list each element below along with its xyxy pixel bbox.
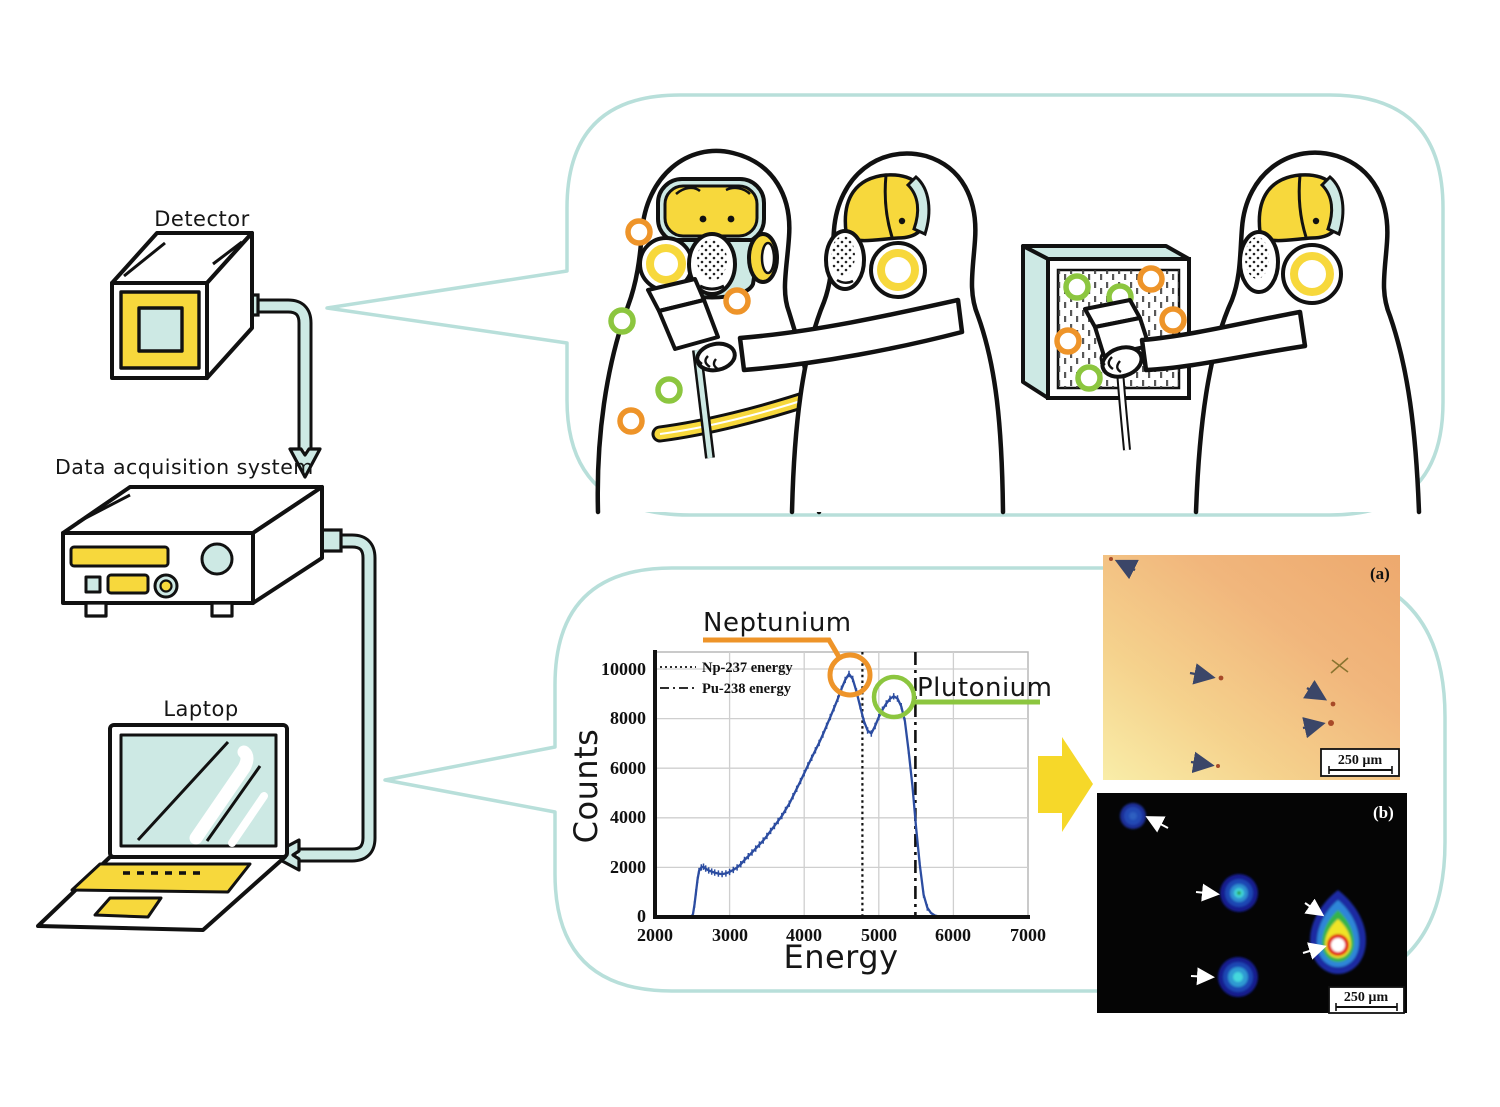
spectrum-markers <box>693 670 929 911</box>
neptunium-peak-circle <box>827 652 873 698</box>
svg-text:8000: 8000 <box>610 708 646 728</box>
daq-knob <box>200 542 234 576</box>
micrograph-b-label: (b) <box>1373 803 1394 822</box>
svg-text:5000: 5000 <box>861 925 897 945</box>
x-axis-title: Energy <box>783 938 898 976</box>
daq-device <box>61 485 324 618</box>
scale-bar-a: 250 µm <box>1320 748 1400 777</box>
svg-text:10000: 10000 <box>601 659 646 679</box>
scale-bar-b: 250 µm <box>1328 986 1405 1014</box>
micrograph-a-label: (a) <box>1370 564 1390 583</box>
daq-foot <box>84 601 108 618</box>
particle-arrows <box>1114 559 1328 774</box>
gloved-hand <box>1099 345 1144 379</box>
micrograph-b: (b) 250 µm <box>1097 793 1407 1014</box>
svg-text:4000: 4000 <box>610 807 646 827</box>
svg-text:4000: 4000 <box>786 925 822 945</box>
arrow-down-icon <box>288 447 322 479</box>
svg-text:7000: 7000 <box>1010 925 1046 945</box>
gas-mask-front <box>638 177 779 300</box>
gloved-hand <box>695 341 737 373</box>
daq-slot <box>69 545 170 568</box>
equipment-column: Detector Data acquisition system <box>36 207 377 932</box>
svg-text:250 µm: 250 µm <box>1338 753 1383 768</box>
laptop-trackpad <box>93 896 163 919</box>
svg-text:3000: 3000 <box>712 925 748 945</box>
laptop-keyboard <box>70 862 252 894</box>
x-mark <box>1330 657 1349 674</box>
laptop-device <box>36 723 289 932</box>
detector-window <box>137 306 184 353</box>
panel-scan-scene <box>1021 150 1422 515</box>
svg-text:0: 0 <box>637 906 646 926</box>
worker-scanning <box>646 151 1006 515</box>
plutonium-peak-circle <box>871 674 917 720</box>
detector-label: Detector <box>154 207 250 231</box>
plutonium-annotation: Plutonium <box>917 673 1053 703</box>
svg-text:6000: 6000 <box>935 925 971 945</box>
svg-text:250 µm: 250 µm <box>1344 990 1389 1005</box>
scanning-arm <box>1139 309 1308 373</box>
scanning-arm <box>737 297 965 373</box>
alpha-spectrum-chart: Np-237 energy Pu-238 energy 0 2000 4000 … <box>567 608 1053 976</box>
daq-label: Data acquisition system <box>55 455 314 479</box>
hotspot-arrows <box>1145 816 1327 986</box>
neptunium-annotation: Neptunium <box>703 608 852 638</box>
y-axis-title: Counts <box>567 729 605 844</box>
gas-mask-profile <box>1238 173 1345 305</box>
gas-mask-profile <box>824 173 931 299</box>
legend-pu238: Pu-238 energy <box>702 681 792 697</box>
daq-foot <box>210 601 234 618</box>
micrograph-a: (a) 250 µm <box>1103 555 1400 780</box>
svg-text:6000: 6000 <box>610 758 646 778</box>
particles <box>1109 557 1336 768</box>
survey-probe <box>1083 298 1151 358</box>
svg-text:2000: 2000 <box>637 925 673 945</box>
svg-text:2000: 2000 <box>610 857 646 877</box>
y-tick-labels: 0 2000 4000 6000 8000 10000 <box>601 659 646 926</box>
detector-device <box>110 231 254 380</box>
chart-legend: Np-237 energy Pu-238 energy <box>660 660 793 697</box>
x-tick-labels: 2000 3000 4000 5000 6000 7000 <box>637 925 1046 945</box>
scan-scene-bubble <box>325 93 1445 517</box>
survey-probe <box>646 277 720 351</box>
laptop-label: Laptop <box>163 697 238 721</box>
daq-button <box>106 573 150 595</box>
micrograph-a-image <box>1103 555 1400 780</box>
legend-np237: Np-237 energy <box>702 660 793 676</box>
result-arrow-icon <box>1038 737 1093 832</box>
neptunium-leader-line <box>703 637 842 659</box>
detector-cable <box>241 293 322 479</box>
daq-switch <box>84 575 102 594</box>
